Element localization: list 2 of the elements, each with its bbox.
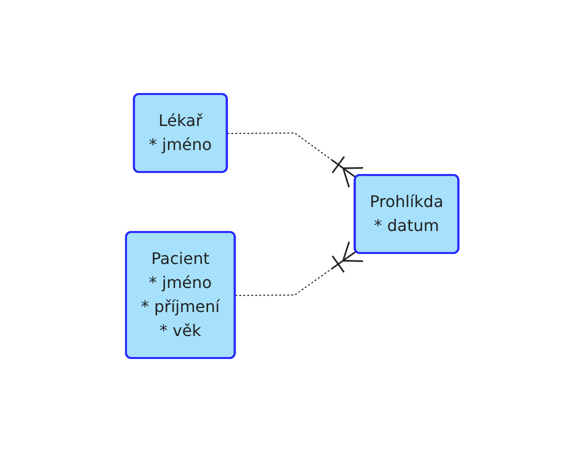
connector (235, 240, 364, 296)
connector (227, 132, 364, 188)
